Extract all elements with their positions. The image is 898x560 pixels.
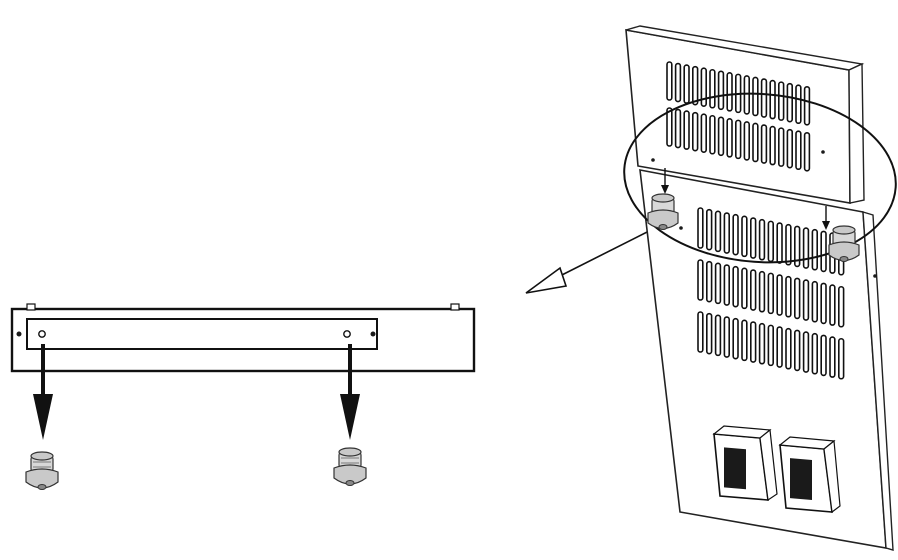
vent-slot [786,82,794,123]
vent-slot [811,332,819,375]
vent-slot [697,311,704,353]
vent-slot [714,210,722,253]
vent-slot [758,218,766,261]
vent-slot [802,227,810,269]
vent-slot [714,314,722,357]
vent-slot [691,65,699,106]
vent-slot [723,264,731,306]
vent-slot [767,220,775,263]
vent-slot [726,118,733,158]
vent-slot [776,274,783,316]
vent-slot [749,321,757,363]
vent-slot [732,317,739,360]
vent-slot [793,225,801,268]
vent-slot [752,76,759,117]
vent-slot [820,334,827,377]
vent-slot [829,284,836,326]
vent-slot [760,78,768,118]
vent-slot [697,259,704,301]
panel-screw-right-icon [828,225,860,262]
vent-slot [683,110,690,150]
small-arrow-right [822,206,830,230]
vent-slot [723,212,731,254]
vent-slot [726,72,733,112]
vent-slot [700,113,708,153]
vent-slot [777,127,785,167]
vent-slot [785,275,792,318]
vent-slot [803,85,811,126]
vent-slot [767,272,775,315]
vent-slot [769,125,776,166]
vent-slot [743,75,751,115]
vent-slot [811,228,819,271]
down-arrow-right [340,344,360,440]
vent-slot [829,336,836,378]
connector-right [778,436,841,514]
side-view-rail [10,303,476,373]
vent-slot [717,116,725,157]
vent-slot [777,81,785,121]
vent-slot [723,316,731,358]
vent-slot [758,322,766,365]
screw-left-icon [25,451,59,490]
vent-slot [732,265,739,308]
vent-slot [769,79,776,120]
vent-slot [741,319,748,362]
vent-slot [803,131,811,172]
vent-slot [705,208,713,251]
vent-slot [743,121,751,161]
panel-perspective-view [623,25,897,551]
panel-screw-left-icon [647,193,679,230]
down-arrow-left [33,344,53,440]
vent-slot [705,260,713,303]
vent-slot [760,124,768,164]
vent-slot [709,114,716,155]
vent-slot [697,207,704,249]
vent-slot [767,324,775,367]
vent-slot [785,327,792,370]
vent-slot [732,213,739,256]
bracket-vent-slots [666,61,811,172]
vent-slot [785,223,792,266]
vent-slot [837,285,845,328]
vent-slot [776,222,783,264]
vent-slot [811,280,819,323]
vent-slot [786,128,794,169]
screw-right-icon [333,447,367,486]
vent-slot [741,267,748,310]
vent-slot [683,64,690,104]
vent-slot [795,84,802,125]
vent-slot [734,119,742,160]
vent-slot [666,61,673,101]
vent-slot [705,312,713,355]
vent-slot [714,262,722,305]
vent-slot [752,122,759,163]
vent-slot [802,279,810,321]
vent-slot [802,331,810,373]
vent-slot [820,282,827,325]
vent-slot [793,329,801,372]
vent-slot [741,215,748,258]
plate-vent-slots [697,207,845,380]
vent-slot [793,277,801,320]
vent-slot [709,68,716,109]
vent-slot [795,130,802,171]
vent-slot [837,337,845,380]
vent-slot [674,62,682,103]
vent-slot [717,70,725,111]
vent-slot [674,108,682,149]
callout-arrow [525,227,656,294]
vent-slot [749,269,757,311]
vent-slot [691,111,699,152]
vent-slot [776,326,783,368]
small-arrow-left [661,168,669,194]
vent-slot [749,217,757,259]
vent-slot [820,230,827,273]
connector-left [712,425,778,502]
vent-slot [758,270,766,313]
vent-slot [700,67,708,107]
vent-slot [666,107,673,147]
